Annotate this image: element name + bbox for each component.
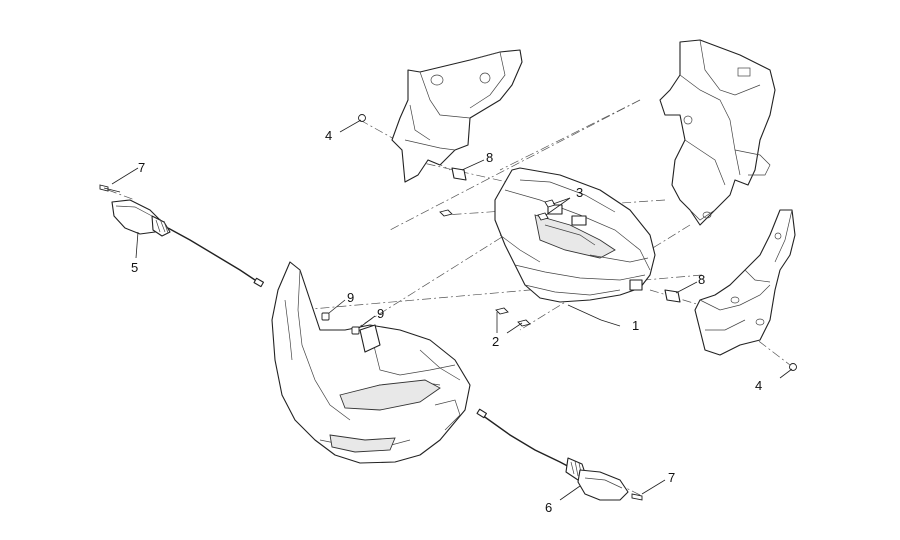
front-fairing	[271, 261, 471, 464]
callout-6: 6	[545, 500, 552, 515]
turn-signal-left	[111, 199, 265, 288]
upper-right-frame	[659, 39, 776, 226]
callout-4-upper: 4	[325, 128, 332, 143]
hardware-screws	[99, 114, 797, 501]
callout-5: 5	[131, 260, 138, 275]
callout-9-right: 9	[377, 306, 384, 321]
callout-3: 3	[576, 185, 583, 200]
headlight-assembly	[494, 167, 656, 303]
callout-2: 2	[492, 334, 499, 349]
callout-8-upper: 8	[486, 150, 493, 165]
callout-7-lower: 7	[668, 470, 675, 485]
right-lower-bracket	[694, 209, 796, 356]
turn-signal-right	[476, 408, 629, 501]
callout-1: 1	[632, 318, 639, 333]
callout-9-left: 9	[347, 290, 354, 305]
callout-labels: 1 2 3 4 4 5 6 7 7 8 8 9 9	[131, 128, 762, 515]
callout-4-lower: 4	[755, 378, 762, 393]
upper-left-bracket	[391, 49, 523, 183]
callout-8-lower: 8	[698, 272, 705, 287]
leader-lines	[111, 119, 793, 501]
callout-7-upper: 7	[138, 160, 145, 175]
